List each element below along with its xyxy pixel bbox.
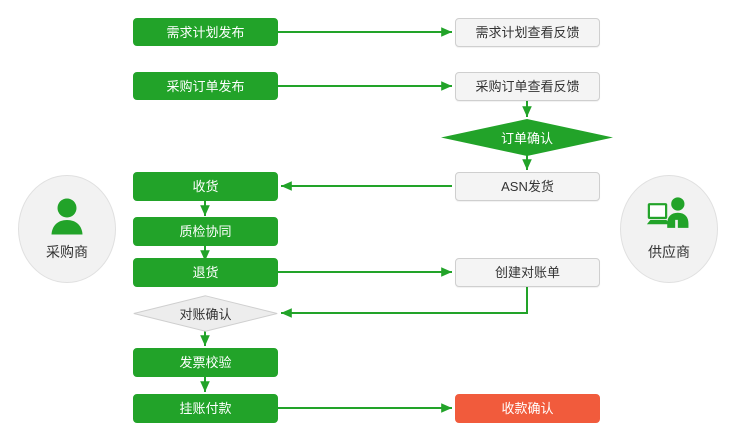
node-payable-payment[interactable]: 挂账付款 <box>133 394 278 423</box>
node-po-publish[interactable]: 采购订单发布 <box>133 72 278 100</box>
node-payable-payment-label: 挂账付款 <box>179 401 232 416</box>
person-at-computer-icon <box>646 196 692 240</box>
node-return-goods[interactable]: 退货 <box>133 258 278 287</box>
node-statement-confirm-label: 对账确认 <box>179 307 232 322</box>
diamond-shape <box>441 119 613 156</box>
actor-buyer[interactable]: 采购商 <box>18 175 116 283</box>
node-demand-plan-publish-label: 需求计划发布 <box>166 24 245 40</box>
node-goods-receipt[interactable]: 收货 <box>133 172 278 201</box>
node-statement-confirm[interactable]: 对账确认 <box>133 295 278 332</box>
actor-buyer-label: 采购商 <box>46 244 88 260</box>
actor-supplier[interactable]: 供应商 <box>620 175 718 283</box>
node-invoice-verify-label: 发票校验 <box>179 355 232 370</box>
node-asn-shipment[interactable]: ASN发货 <box>455 172 600 201</box>
person-icon <box>44 196 90 240</box>
node-order-confirm[interactable]: 订单确认 <box>441 119 613 156</box>
node-goods-receipt-label: 收货 <box>192 179 219 194</box>
node-order-confirm-label: 订单确认 <box>500 131 553 146</box>
node-po-feedback-label: 采购订单查看反馈 <box>475 79 580 94</box>
node-receipt-confirm-label: 收款确认 <box>501 401 554 416</box>
node-create-statement-label: 创建对账单 <box>494 265 560 280</box>
node-invoice-verify[interactable]: 发票校验 <box>133 348 278 377</box>
node-demand-plan-feedback[interactable]: 需求计划查看反馈 <box>455 18 600 47</box>
diamond-shape <box>133 295 278 332</box>
node-po-publish-label: 采购订单发布 <box>166 78 245 94</box>
node-asn-shipment-label: ASN发货 <box>501 179 554 194</box>
node-demand-plan-publish[interactable]: 需求计划发布 <box>133 18 278 46</box>
node-create-statement[interactable]: 创建对账单 <box>455 258 600 287</box>
node-quality-collaboration-label: 质检协同 <box>179 224 232 239</box>
node-quality-collaboration[interactable]: 质检协同 <box>133 217 278 246</box>
node-receipt-confirm[interactable]: 收款确认 <box>455 394 600 423</box>
node-po-feedback[interactable]: 采购订单查看反馈 <box>455 72 600 101</box>
node-demand-plan-feedback-label: 需求计划查看反馈 <box>475 25 580 40</box>
node-return-goods-label: 退货 <box>192 265 219 280</box>
actor-supplier-label: 供应商 <box>648 244 690 260</box>
edge-create-statement-to-statement-confirm <box>281 287 528 318</box>
